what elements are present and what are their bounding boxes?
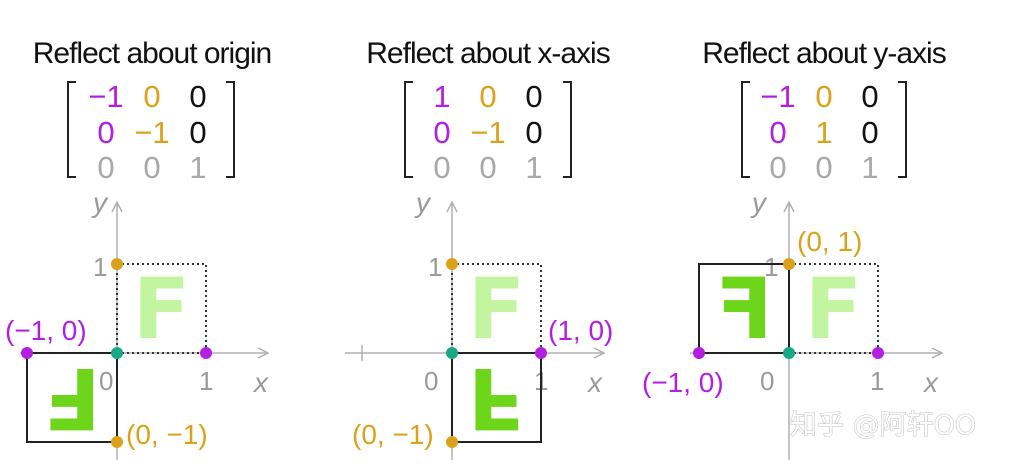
panel-y-axis: Reflect about y-axis −1 0 0 0 1 0 0 0 1 … (642, 37, 947, 460)
matrix-cell: 0 (97, 115, 114, 150)
tick-1-y: 1 (428, 252, 442, 282)
reflected-letter: F (468, 349, 525, 447)
point-label: (0, 1) (797, 226, 862, 257)
tick-1-y: 1 (93, 252, 107, 282)
panel-title: Reflect about y-axis (702, 37, 945, 70)
point-transformed-x (693, 347, 705, 359)
point-unit-x (535, 347, 547, 359)
tick-1-x: 1 (870, 366, 884, 396)
matrix-cell: 1 (861, 150, 878, 185)
matrix-cell: 0 (525, 79, 542, 114)
matrix-bracket-right (226, 81, 235, 178)
original-letter: F (133, 260, 190, 358)
point-origin (446, 347, 458, 359)
matrix-cell: −1 (134, 115, 169, 150)
y-axis-label: y (414, 187, 432, 218)
original-square (116, 263, 207, 354)
matrix: −1 0 0 0 1 0 0 0 1 (741, 79, 907, 185)
matrix-cell: 0 (815, 79, 832, 114)
matrix: 1 0 0 0 −1 0 0 0 1 (404, 79, 572, 185)
point-label: (−1, 0) (5, 315, 87, 346)
x-axis-label: x (252, 367, 269, 398)
matrix-cell: −1 (760, 79, 795, 114)
matrix-cell: −1 (88, 79, 123, 114)
matrix-cell: 1 (815, 115, 832, 150)
matrix-cell: 0 (861, 79, 878, 114)
tick-1-y: 1 (764, 252, 778, 282)
matrix-cell: 0 (479, 79, 496, 114)
panel-origin: Reflect about origin −1 0 0 0 −1 0 0 0 1… (5, 37, 272, 460)
matrix-cell: 0 (861, 115, 878, 150)
point-label: (1, 0) (548, 315, 613, 346)
y-axis-label: y (91, 187, 109, 218)
matrix-cell: 0 (433, 115, 450, 150)
matrix-bracket-left (67, 81, 76, 178)
matrix-cell: 0 (479, 150, 496, 185)
matrix-cell: 0 (143, 79, 160, 114)
original-letter: F (805, 260, 862, 358)
matrix-cell: 0 (143, 150, 160, 185)
matrix-cell: 1 (433, 79, 450, 114)
point-unit-x (872, 347, 884, 359)
point-label: (0, −1) (126, 419, 208, 450)
tick-0: 0 (99, 366, 113, 396)
matrix-bracket-right (563, 81, 572, 178)
panel-x-axis: Reflect about x-axis 1 0 0 0 −1 0 0 0 1 … (345, 37, 613, 460)
point-transformed-x (21, 347, 33, 359)
matrix-cell: −1 (470, 115, 505, 150)
watermark: 知乎 @阿轩OO (790, 410, 976, 441)
original-square (451, 263, 542, 354)
point-transformed-y (446, 436, 458, 448)
matrix-cell: 0 (189, 115, 206, 150)
matrix-cell: 0 (769, 150, 786, 185)
point-label: (0, −1) (352, 419, 434, 450)
reflected-square (451, 352, 542, 443)
y-axis-label: y (750, 187, 768, 218)
reflected-letter: F (43, 349, 100, 447)
point-transformed-y (111, 436, 123, 448)
point-origin (111, 347, 123, 359)
matrix-cell: 0 (433, 150, 450, 185)
x-axis-label: x (586, 367, 603, 398)
point-unit-y (446, 258, 458, 270)
matrix-bracket-left (404, 81, 413, 178)
reflected-square (26, 352, 118, 443)
tick-0: 0 (760, 366, 774, 396)
panel-title: Reflect about x-axis (366, 37, 609, 70)
matrix: −1 0 0 0 −1 0 0 0 1 (67, 79, 235, 185)
matrix-cell: 0 (769, 115, 786, 150)
original-letter: F (468, 260, 525, 358)
reflected-letter: F (715, 260, 772, 358)
reflected-square (698, 263, 790, 354)
matrix-cell: 0 (97, 150, 114, 185)
panel-title: Reflect about origin (33, 37, 272, 70)
x-axis-label: x (922, 367, 939, 398)
matrix-bracket-right (898, 81, 907, 178)
point-origin (783, 347, 795, 359)
matrix-cell: 1 (525, 150, 542, 185)
matrix-bracket-left (741, 81, 750, 178)
matrix-cell: 0 (525, 115, 542, 150)
tick-0: 0 (424, 366, 438, 396)
matrix-cell: 0 (815, 150, 832, 185)
matrix-cell: 1 (189, 150, 206, 185)
point-label: (−1, 0) (642, 367, 724, 398)
point-unit-x (200, 347, 212, 359)
point-unit-y (783, 258, 795, 270)
matrix-cell: 0 (189, 79, 206, 114)
point-unit-y (111, 258, 123, 270)
tick-1-x: 1 (199, 366, 213, 396)
